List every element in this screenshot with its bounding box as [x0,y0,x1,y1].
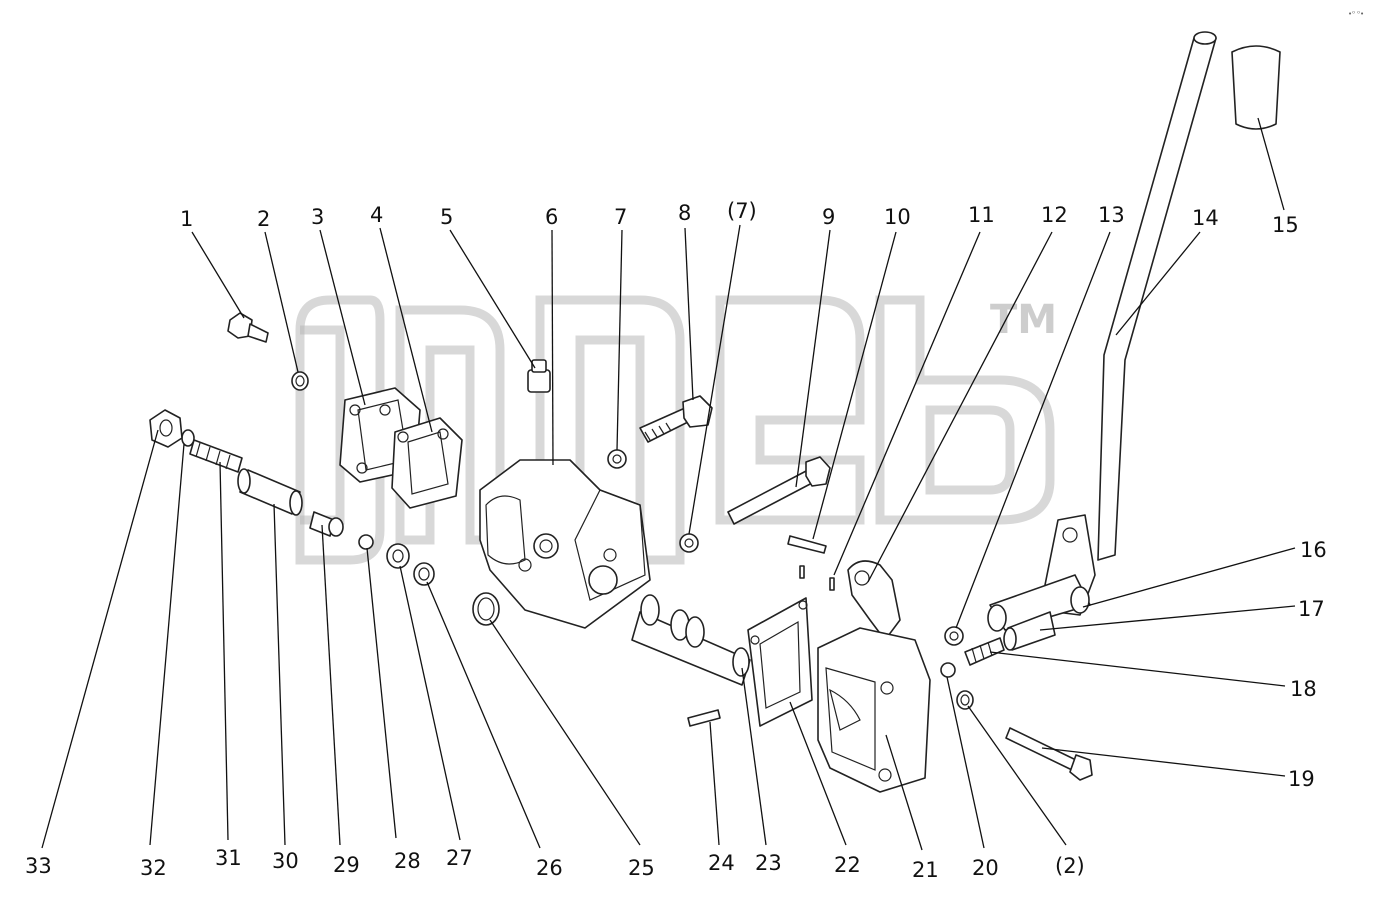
part-23-spool [631,594,751,686]
part-17-bushing [1003,611,1056,651]
part-8-bolt [639,395,713,443]
callout-18: 18 [1290,677,1317,701]
callout-labels: 1 2 3 4 5 6 7 8 (7) 9 10 11 12 13 14 15 … [25,199,1327,882]
part-21-housing [817,627,931,793]
callout-27: 27 [446,846,473,870]
part-30-sleeve [237,468,303,516]
callout-2b: (2) [1055,854,1085,878]
watermark-logo: TM [295,295,1057,565]
part-20-ball [940,662,956,678]
callout-6: 6 [545,205,558,229]
callout-2: 2 [257,207,270,231]
callout-17: 17 [1298,597,1325,621]
part-6-valve-body [479,459,651,629]
part-2-washer [291,371,309,391]
part-7-washer [607,449,627,469]
part-32-washer [181,429,195,447]
callout-11: 11 [968,203,995,227]
callout-14: 14 [1192,206,1219,230]
callout-24: 24 [708,851,735,875]
callout-31: 31 [215,846,242,870]
part-9-bolt [727,456,831,525]
part-5-plug [527,359,551,393]
callout-5: 5 [440,205,453,229]
callout-9: 9 [822,205,835,229]
callout-29: 29 [333,853,360,877]
callout-28: 28 [394,849,421,873]
leader-lines [41,117,1296,851]
callout-23: 23 [755,851,782,875]
part-29-plug [309,511,344,537]
part-25-oring [472,592,500,626]
callout-10: 10 [884,205,911,229]
part-1-bolt [227,312,269,343]
callout-15: 15 [1272,213,1299,237]
part-26-ring [413,562,435,586]
callout-22: 22 [834,853,861,877]
callout-13: 13 [1098,203,1125,227]
part-33-nut [149,409,183,448]
callout-7b: (7) [727,199,757,223]
callout-32: 32 [140,856,167,880]
part-24-pin [687,709,721,727]
callout-16: 16 [1300,538,1327,562]
part-27-nut [386,543,410,569]
callout-30: 30 [272,849,299,873]
part-12-lever [847,560,901,641]
part-28-ball [358,534,374,550]
callout-1: 1 [180,207,193,231]
part-14-shift-lever [1039,31,1217,616]
callout-4: 4 [370,203,383,227]
callout-12: 12 [1041,203,1068,227]
part-4-gasket [391,417,463,509]
callout-21: 21 [912,858,939,882]
part-10-pin [787,535,827,554]
part-11-pins [799,565,835,591]
callout-7: 7 [614,205,627,229]
callout-26: 26 [536,856,563,880]
callout-20: 20 [972,856,999,880]
callout-25: 25 [628,856,655,880]
part-7b-washer [679,533,699,553]
callout-3: 3 [311,205,324,229]
callout-33: 33 [25,854,52,878]
watermark-tm: TM [990,297,1057,343]
part-19-bolt [1005,727,1093,781]
part-22-gasket [747,597,813,727]
part-15-knob [1231,45,1281,130]
callout-8: 8 [678,201,691,225]
part-31-spring [189,439,243,473]
corner-mark: •⁰ ⁰• [1348,10,1364,18]
callout-19: 19 [1288,767,1315,791]
part-18-spring [964,637,1005,666]
part-2b-washer [956,690,974,710]
part-13-washer [944,626,964,646]
